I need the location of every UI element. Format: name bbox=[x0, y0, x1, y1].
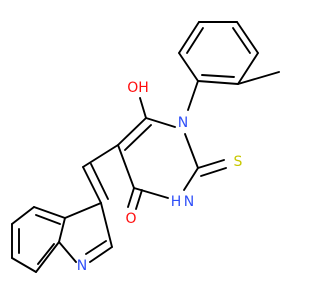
atom-label-oh: OH bbox=[127, 80, 149, 96]
bond-ar6-ar1 bbox=[178, 52, 199, 82]
bond-c4-o bbox=[127, 187, 135, 208]
molecule-structure-diagram: OH N S H N O N bbox=[11, 21, 280, 274]
indole-benzene-ring bbox=[11, 206, 66, 273]
bond-ar3-ar4 bbox=[236, 21, 259, 54]
bond-n1-c6 bbox=[145, 117, 176, 128]
bond-c2-s-double bbox=[200, 167, 227, 177]
atom-label-n-indole: N bbox=[77, 258, 87, 274]
bond-c6-c5 bbox=[117, 117, 147, 146]
bond-ar1-ar2-inner bbox=[201, 74, 235, 78]
bond-c4-o-double bbox=[135, 189, 143, 210]
atom-label-s: S bbox=[234, 154, 243, 170]
bond-c5-ch bbox=[82, 144, 119, 168]
bond-c3-c3a bbox=[64, 202, 102, 219]
bond-c7-c7a bbox=[35, 241, 60, 273]
bond-ar2-methyl bbox=[237, 71, 280, 85]
indole-five-ring bbox=[58, 202, 113, 263]
bond-c3a-c4-inner bbox=[35, 214, 61, 225]
bond-c3a-c4 bbox=[33, 206, 66, 219]
bond-c6-c7 bbox=[11, 257, 37, 273]
bond-c2i-n bbox=[89, 246, 113, 263]
bond-c2-n1 bbox=[184, 133, 199, 169]
bond-ar5-ar6 bbox=[178, 21, 200, 54]
bond-c2-s bbox=[197, 159, 225, 169]
bond-c5-c4 bbox=[117, 144, 135, 189]
bond-c4-c5 bbox=[11, 206, 35, 225]
bond-ar1-ar2 bbox=[197, 80, 239, 85]
bond-n1-aryl bbox=[187, 80, 199, 111]
pyrimidine-ring bbox=[117, 117, 199, 199]
bond-c3-c2i bbox=[100, 202, 113, 248]
bond-ch-c3-double bbox=[90, 163, 109, 200]
bond-c7-c7a-inner bbox=[37, 243, 55, 265]
bond-n3-c2 bbox=[183, 167, 199, 191]
atom-label-o: O bbox=[125, 211, 136, 227]
tolyl-ring bbox=[178, 21, 259, 85]
bond-c2i-n-double bbox=[85, 240, 107, 255]
bond-n-c7a bbox=[58, 241, 77, 263]
atom-label-nh-n: N bbox=[184, 194, 194, 210]
atom-label-nh-h: H bbox=[171, 194, 182, 210]
bond-c7a-c3a bbox=[58, 217, 66, 243]
atom-label-n1: N bbox=[178, 115, 188, 131]
bond-ar5-ar6-inner bbox=[186, 27, 204, 54]
bond-c6-oh bbox=[139, 97, 147, 119]
bond-ar3-ar4-inner bbox=[232, 27, 251, 54]
bond-ch-c3 bbox=[82, 166, 102, 204]
bond-c4-n3 bbox=[133, 187, 169, 199]
bond-ar2-ar3 bbox=[237, 52, 259, 85]
bond-c6-c5-double bbox=[124, 124, 152, 151]
